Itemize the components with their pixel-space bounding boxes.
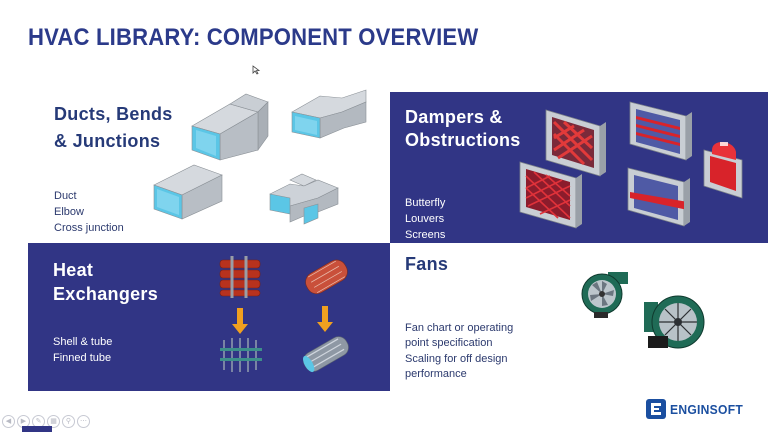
- fans-item: performance: [405, 367, 467, 380]
- heat-item: Finned tube: [53, 352, 112, 364]
- fans-item: Fan chart or operating: [405, 322, 514, 334]
- dampers-item-list: Butterfly Louvers Screens: [405, 195, 445, 243]
- ducts-heading-line1: Ducts, Bends: [54, 104, 173, 124]
- zoom-icon[interactable]: ⚲: [62, 415, 75, 428]
- damper-valve-icon: [703, 141, 743, 199]
- duct-cross-junction-icon: [269, 173, 339, 225]
- ducts-heading-line2: & Junctions: [54, 131, 161, 151]
- damper-butterfly-icon: [627, 167, 690, 227]
- ducts-item: Cross junction: [54, 222, 124, 234]
- fan-small-icon: [581, 272, 628, 318]
- panel-fans: Fans Fan chart or operating point specif…: [390, 243, 768, 391]
- previous-slide-icon[interactable]: ◀: [2, 415, 15, 428]
- enginsoft-logo: ENGINSOFT: [646, 398, 749, 420]
- slideshow-controls[interactable]: ◀ ▶ ✎ ▦ ⚲ ⋯: [2, 415, 90, 428]
- slides-grid-icon[interactable]: ▦: [47, 415, 60, 428]
- ducts-item-list: Duct Elbow Cross junction: [54, 188, 124, 236]
- fans-item-list: Fan chart or operating point specificati…: [405, 321, 513, 381]
- dampers-heading-line2: Obstructions: [405, 130, 521, 150]
- dampers-item: Louvers: [405, 213, 445, 225]
- fans-item: Scaling for off design: [405, 353, 508, 365]
- more-options-icon[interactable]: ⋯: [77, 415, 90, 428]
- heat-item: Shell & tube: [53, 336, 113, 348]
- ducts-item: Duct: [54, 190, 77, 202]
- slide-title: HVAC LIBRARY: COMPONENT OVERVIEW: [28, 24, 479, 51]
- shell-tube-exchanger-icon: [219, 256, 262, 372]
- fans-heading: Fans: [405, 254, 449, 274]
- fan-large-icon: [644, 295, 705, 349]
- damper-screen-icon: [545, 109, 606, 177]
- damper-screen-2-icon: [519, 161, 582, 229]
- ducts-item: Elbow: [54, 206, 84, 218]
- dampers-item: Screens: [405, 229, 446, 241]
- damper-louvers-icon: [629, 101, 692, 161]
- duct-elbow-icon: [291, 89, 367, 139]
- heat-heading-line1: Heat: [53, 260, 94, 280]
- slide-accent-bar: [22, 426, 52, 432]
- dampers-heading-line1: Dampers &: [405, 107, 503, 127]
- panel-heat-exchangers: Heat Exchangers Shell & tube Finned tube: [28, 243, 390, 391]
- duct-straight-icon: [153, 164, 223, 220]
- fans-item: point specification: [405, 336, 493, 349]
- cursor-icon: [252, 65, 261, 75]
- finned-tube-exchanger-icon: [303, 259, 349, 373]
- heat-item-list: Shell & tube Finned tube: [53, 334, 112, 366]
- enginsoft-logo-icon: [646, 399, 666, 419]
- heat-heading-line2: Exchangers: [53, 284, 159, 304]
- dampers-item: Butterfly: [405, 197, 446, 209]
- logo-text: ENGINSOFT: [670, 401, 744, 417]
- duct-reducer-icon: [191, 93, 269, 161]
